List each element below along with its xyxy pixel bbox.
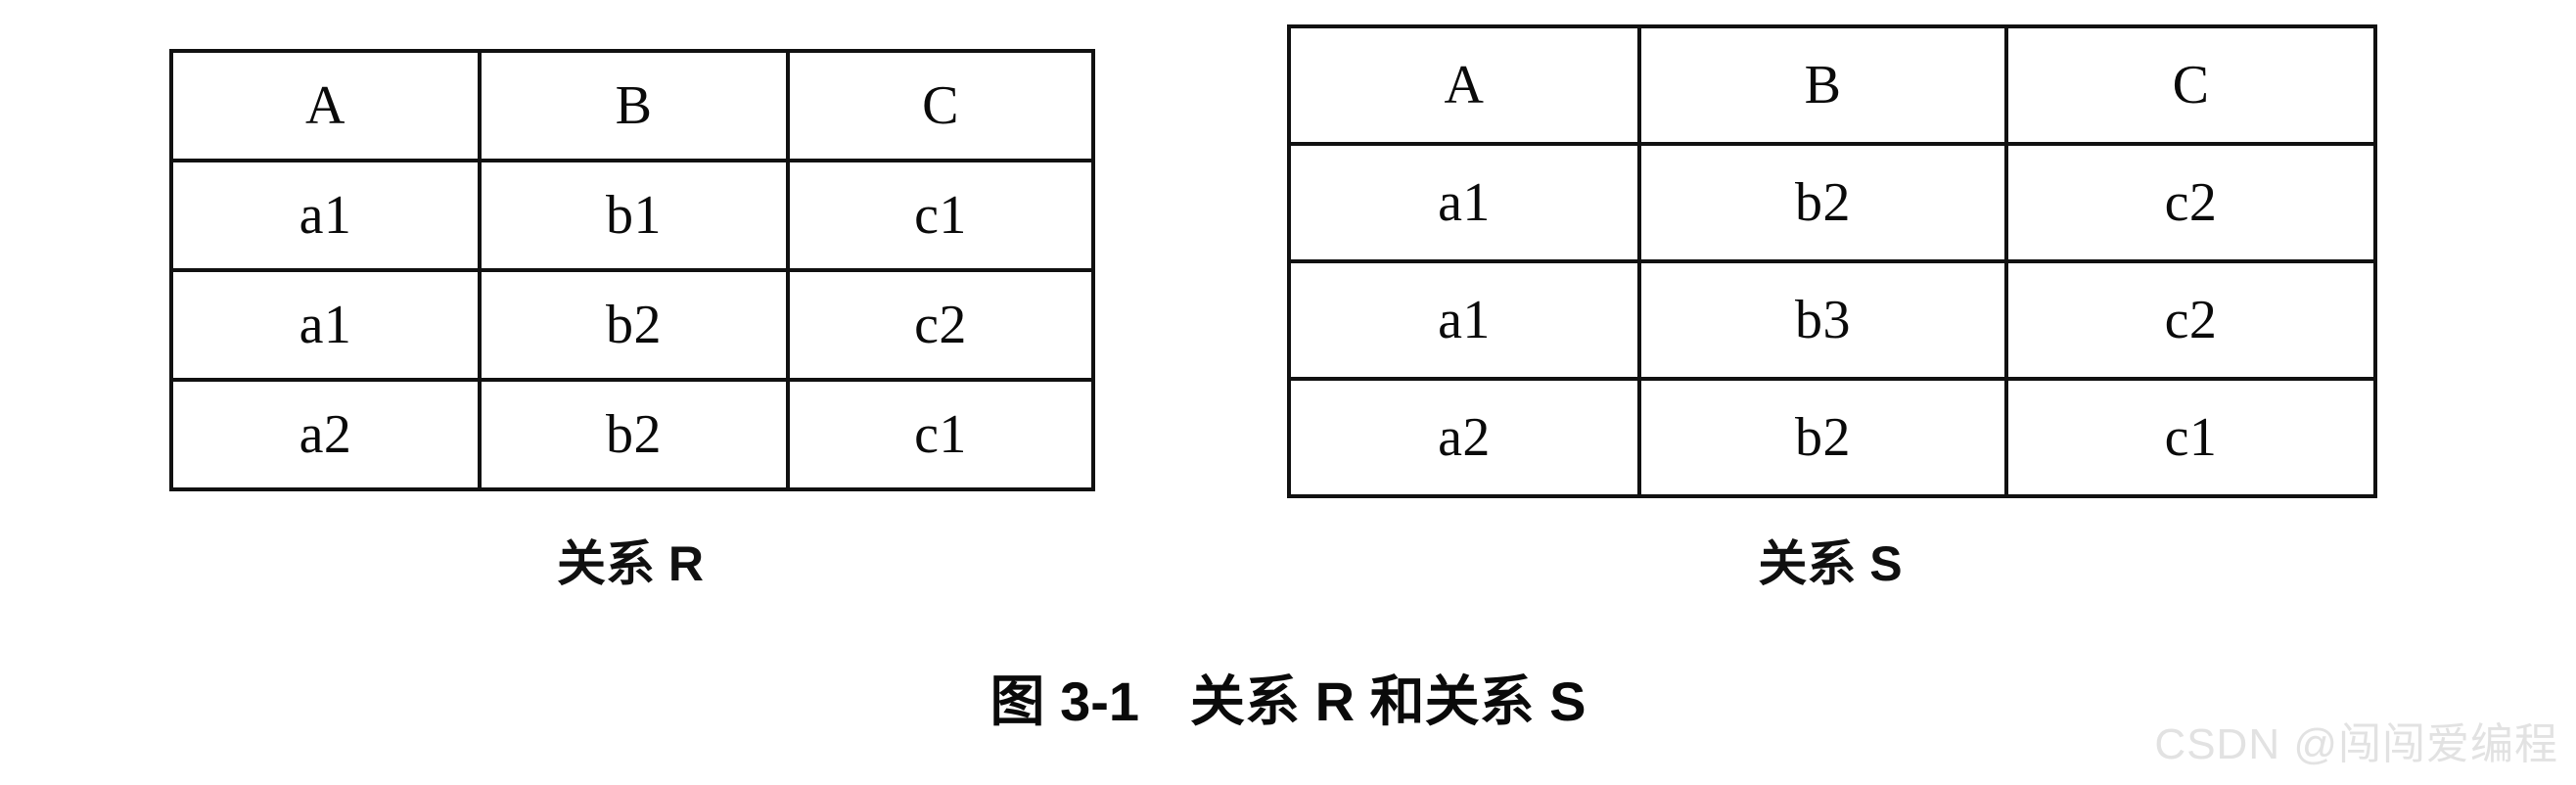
relation-s-caption: 关系 S — [1758, 536, 1903, 591]
table-row: a1 b3 c2 — [1287, 259, 2377, 381]
column-header-c: C — [2004, 24, 2377, 146]
cell-c: c1 — [786, 159, 1095, 272]
figure-caption-text: 关系 R 和关系 S — [1190, 670, 1587, 732]
column-header-a: A — [169, 49, 482, 162]
cell-a: a1 — [169, 159, 482, 272]
relation-s-table: A B C a1 b2 c2 a1 b3 c2 a2 b2 — [1287, 24, 2377, 498]
column-header-c: C — [786, 49, 1095, 162]
cell-c: c1 — [786, 378, 1095, 491]
cell-c: c2 — [2004, 142, 2377, 263]
table-row: a1 b1 c1 — [169, 159, 1095, 272]
cell-b: b3 — [1637, 259, 2008, 381]
column-header-b: B — [478, 49, 790, 162]
cell-c: c2 — [2004, 259, 2377, 381]
relation-r-table: A B C a1 b1 c1 a1 b2 c2 a2 b2 — [169, 49, 1095, 491]
figure-caption: 图 3-1 关系 R 和关系 S — [0, 658, 2576, 737]
table-row: a1 b2 c2 — [1287, 142, 2377, 263]
cell-c: c2 — [786, 268, 1095, 382]
cell-a: a2 — [169, 378, 482, 491]
relation-r-caption: 关系 R — [557, 536, 704, 591]
relation-r-table-block: A B C a1 b1 c1 a1 b2 c2 a2 b2 — [169, 49, 1095, 491]
column-header-a: A — [1287, 24, 1641, 146]
cell-b: b1 — [478, 159, 790, 272]
cell-b: b2 — [478, 268, 790, 382]
relation-s-table-block: A B C a1 b2 c2 a1 b3 c2 a2 b2 — [1287, 24, 2377, 498]
table-row: a2 b2 c1 — [169, 378, 1095, 491]
figure-caption-number: 图 3-1 — [989, 670, 1140, 732]
cell-b: b2 — [478, 378, 790, 491]
cell-a: a2 — [1287, 377, 1641, 498]
column-header-b: B — [1637, 24, 2008, 146]
table-header-row: A B C — [1287, 24, 2377, 146]
cell-a: a1 — [1287, 259, 1641, 381]
cell-b: b2 — [1637, 142, 2008, 263]
cell-c: c1 — [2004, 377, 2377, 498]
cell-a: a1 — [169, 268, 482, 382]
table-row: a1 b2 c2 — [169, 268, 1095, 382]
table-row: a2 b2 c1 — [1287, 377, 2377, 498]
cell-a: a1 — [1287, 142, 1641, 263]
csdn-watermark: CSDN @闯闯爱编程 — [2154, 720, 2558, 768]
cell-b: b2 — [1637, 377, 2008, 498]
table-header-row: A B C — [169, 49, 1095, 162]
